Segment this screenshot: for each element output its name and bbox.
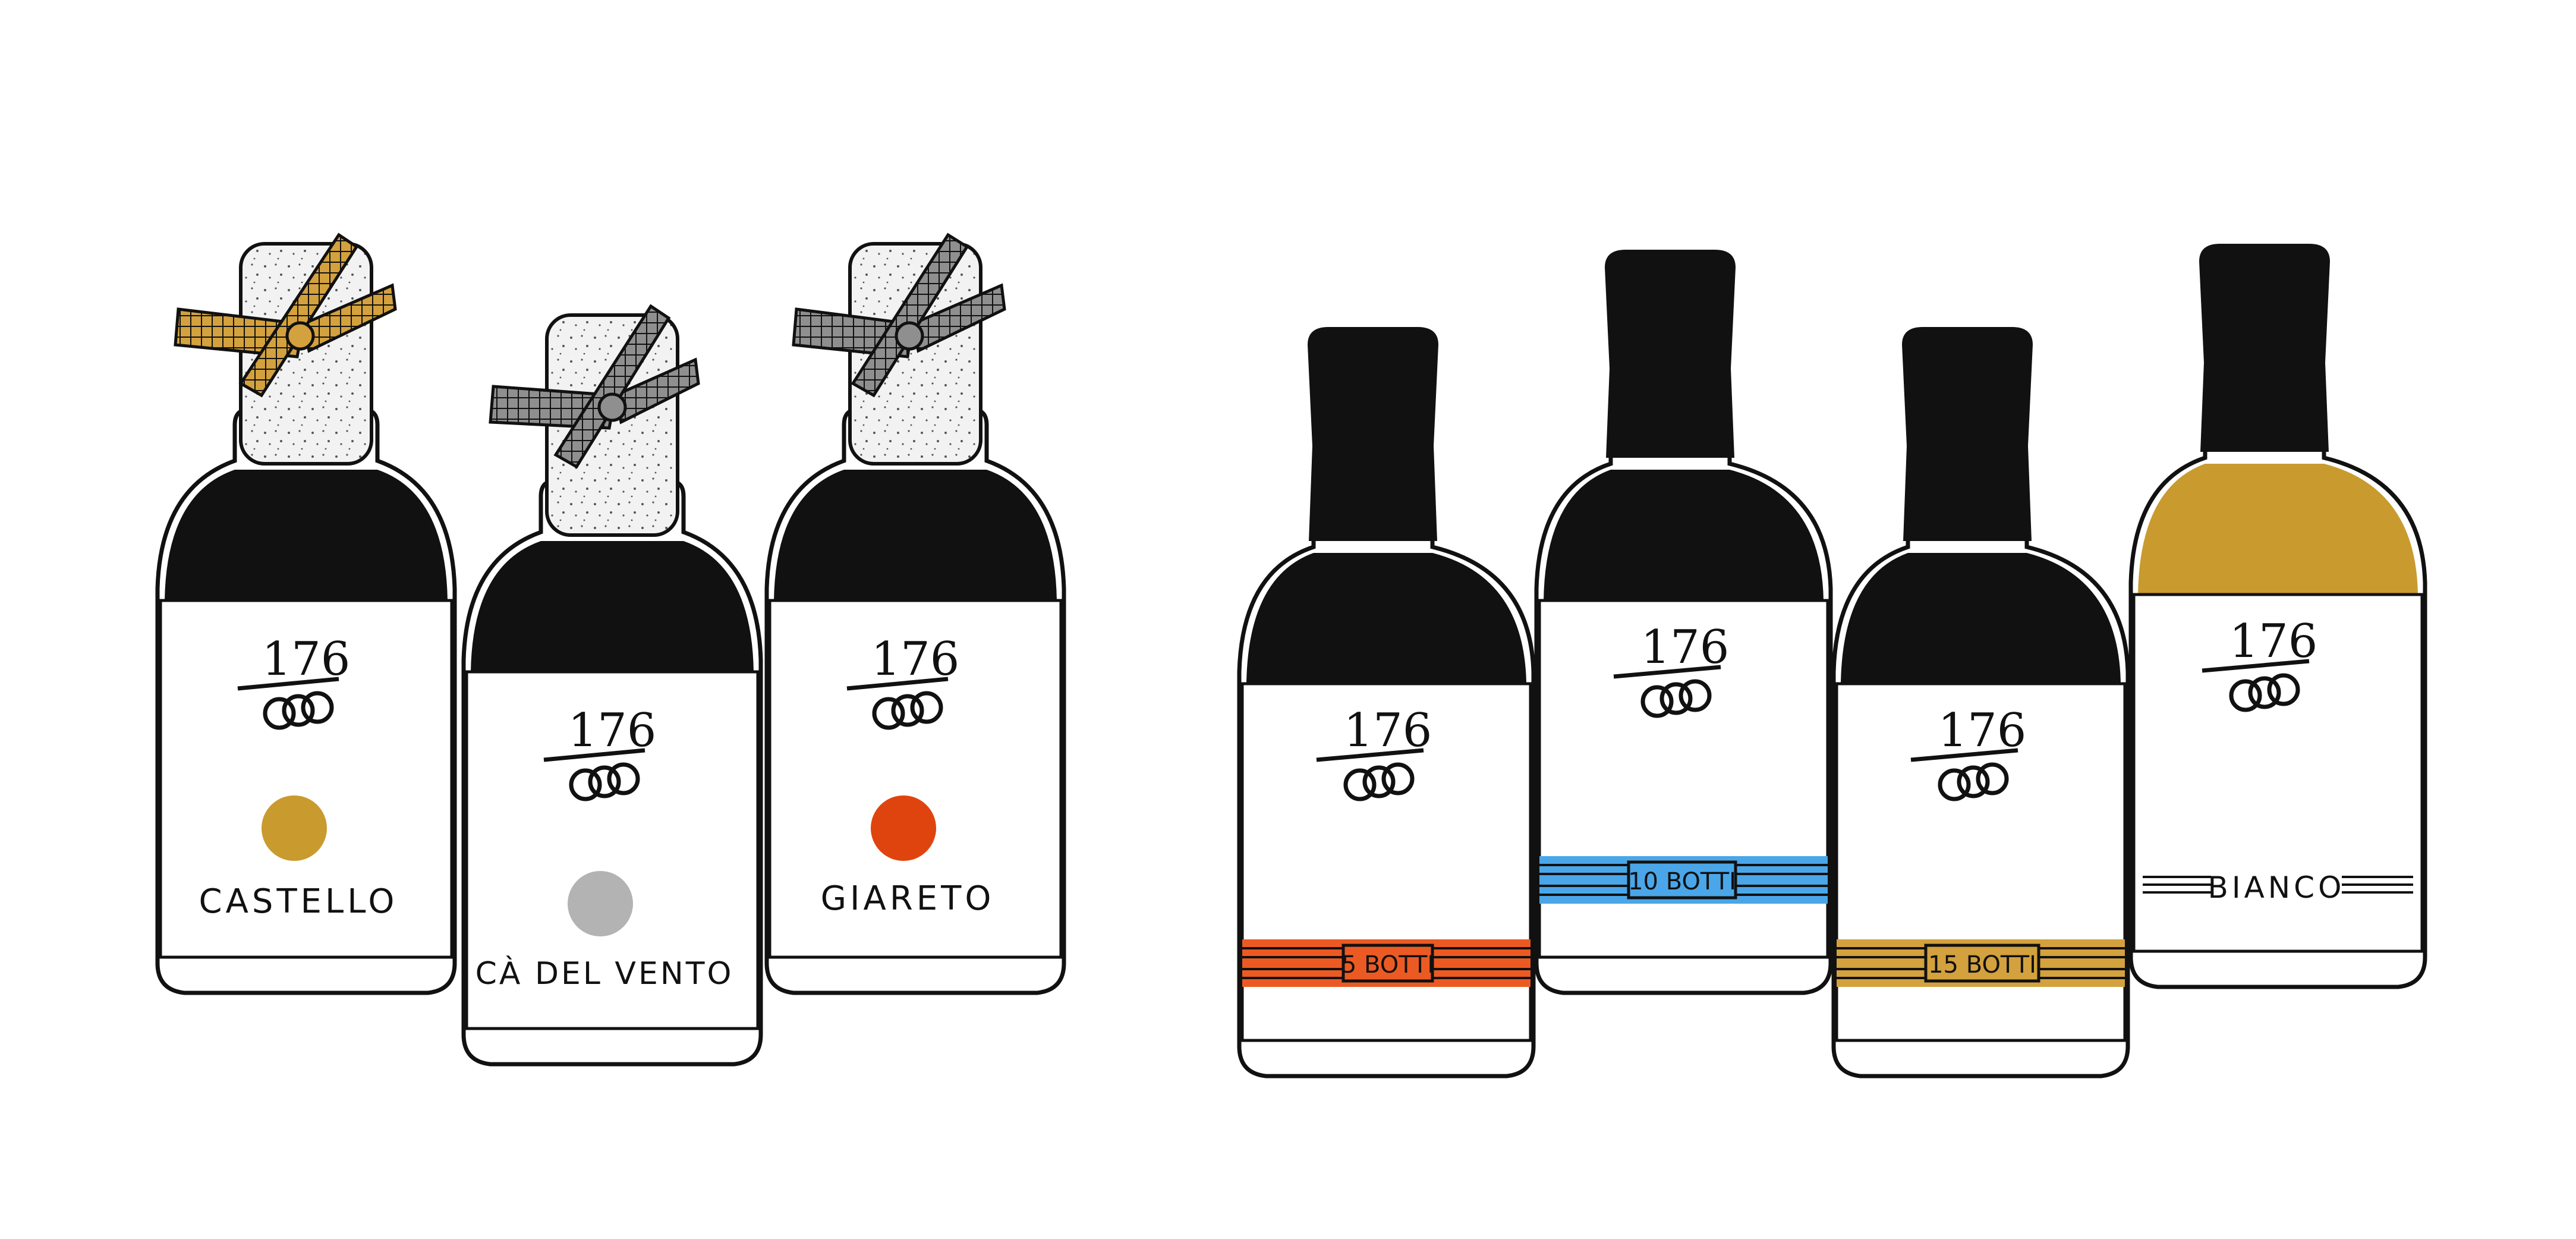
brand-logo: 176 [543,704,656,801]
bottle-giareto: 176 GIARETO [764,232,1066,995]
bottle-bianco: 176 BIANCO [2128,244,2427,989]
band-label: 15 BOTTI [1928,951,2036,979]
band-label: 10 BOTTI [1628,868,1736,895]
bottle-10-botti: 176 10 BOTTI [1534,250,1833,995]
label-panel [159,599,454,959]
liquid-dark [165,470,448,600]
liquid-dark [774,470,1057,600]
color-dot [871,795,936,861]
brand-logo: 176 [2202,615,2318,712]
liquid-dark [1544,470,1824,600]
liquid-amber [2138,464,2418,595]
brand-logo: 176 [1910,704,2027,801]
brand-logo: 176 [1316,704,1432,801]
bottle-castello: 176 CASTELLO [155,232,457,995]
brand-logo: 176 [1613,621,1730,718]
brand-logo: 176 [846,633,959,730]
cork [239,242,373,466]
cap [2199,244,2330,452]
group-corked-bottles: 176 CASTELLO 176 [155,232,1066,1067]
bottle-name: CÀ DEL VENTO [475,955,734,992]
cork-ribbon-gray-icon [489,304,700,469]
brand-logo: 176 [237,633,350,730]
color-band: 10 BOTTI [1539,856,1828,904]
color-band: 15 BOTTI [1837,939,2125,987]
cork-ribbon-gray-icon [792,232,1006,398]
color-dot [262,795,327,861]
band-label: 5 BOTTI [1341,951,1434,979]
bottle-5-botti: 176 5 BOTTI [1237,327,1536,1078]
bottle-name: GIARETO [821,879,995,918]
brand-number: 176 [1938,704,2027,757]
name-band: BIANCO [2143,870,2413,905]
bottle-name: CASTELLO [199,882,398,921]
color-dot [568,871,633,936]
color-band: 5 BOTTI [1242,939,1531,987]
label-panel [465,670,760,1030]
brand-number: 176 [1344,704,1432,757]
band-label: BIANCO [2208,870,2345,905]
brand-number: 176 [2229,615,2318,668]
liquid-dark [1246,553,1526,684]
brand-number: 176 [1641,621,1730,674]
bottle-ca-del-vento: 176 CÀ DEL VENTO [461,304,763,1067]
bottle-15-botti: 176 15 BOTTI [1831,327,2130,1078]
cork-ribbon-gold-icon [174,232,397,398]
liquid-dark [1841,553,2121,684]
cork [848,242,982,466]
group-capped-bottles: 176 5 BOTTI 176 [1237,244,2427,1078]
liquid-dark [471,541,754,672]
label-panel [768,599,1063,959]
cap [1308,327,1438,541]
cap [1605,250,1736,458]
cap [1902,327,2033,541]
